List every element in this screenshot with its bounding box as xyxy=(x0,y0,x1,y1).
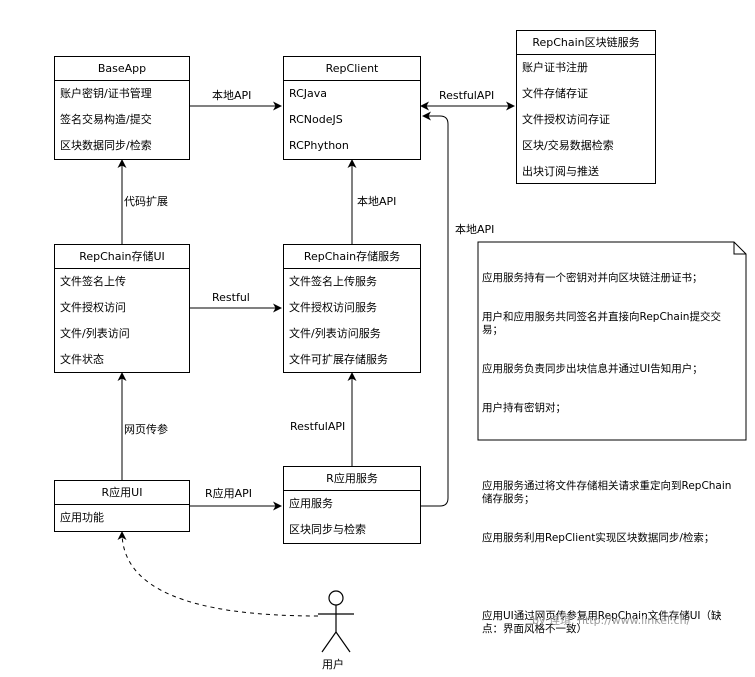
note-line: 应用服务持有一个密钥对并向区块链注册证书； xyxy=(482,272,703,284)
box-r-app-service: R应用服务 应用服务 区块同步与检索 xyxy=(283,466,421,544)
box-storage-ui: RepChain存储UI 文件签名上传 文件授权访问 文件/列表访问 文件状态 xyxy=(54,244,190,373)
user-actor-icon xyxy=(318,590,354,653)
edge-user-rui xyxy=(117,531,319,617)
edge-label-storage-repclient: 本地API xyxy=(357,195,397,209)
note-line: 应用服务负责同步出块信息并通过UI告知用户； xyxy=(482,363,703,375)
box-item: 文件/列表访问 xyxy=(60,327,130,340)
note-line xyxy=(482,441,740,454)
note-line: 应用UI通过网页传参复用RepChain文件存储UI（缺点：界面风格不一致） xyxy=(482,610,722,635)
box-title: BaseApp xyxy=(55,57,189,81)
box-item: RCPhython xyxy=(289,139,349,152)
box-r-app-ui: R应用UI 应用功能 xyxy=(54,480,190,532)
edge-label-ui-baseapp: 代码扩展 xyxy=(124,195,168,209)
note-shape xyxy=(477,241,747,441)
box-item: 区块同步与检索 xyxy=(289,523,366,536)
edge-label-ui-storage: Restful xyxy=(212,291,250,305)
box-item: 签名交易构造/提交 xyxy=(60,113,152,126)
note-line xyxy=(482,571,740,584)
box-title: RepClient xyxy=(284,57,420,81)
edge-label-rui-ui: 网页传参 xyxy=(124,423,168,437)
box-item: 文件授权访问存证 xyxy=(522,113,610,126)
box-item: 区块数据同步/检索 xyxy=(60,139,152,152)
box-repchain-service: RepChain区块链服务 账户证书注册 文件存储存证 文件授权访问存证 区块/… xyxy=(516,30,656,184)
watermark: by 连琪. http://www.linkel.cn/ xyxy=(532,614,691,627)
box-title: RepChain存储服务 xyxy=(284,245,420,269)
box-item: 账户证书注册 xyxy=(522,61,588,74)
box-item: 出块订阅与推送 xyxy=(522,165,599,178)
box-item: 文件授权访问 xyxy=(60,301,126,314)
box-item: 文件签名上传服务 xyxy=(289,275,377,288)
box-title: R应用服务 xyxy=(284,467,420,491)
note-line: 用户持有密钥对； xyxy=(482,402,566,414)
box-item: 区块/交易数据检索 xyxy=(522,139,614,152)
box-baseapp: BaseApp 账户密钥/证书管理 签名交易构造/提交 区块数据同步/检索 xyxy=(54,56,190,160)
edge-label-rservice-storage: RestfulAPI xyxy=(290,420,346,434)
box-item: RCJava xyxy=(289,87,328,100)
box-item: 文件存储存证 xyxy=(522,87,588,100)
edge-label-rservice-repclient: 本地API xyxy=(455,223,495,237)
edge-label-repclient-chain: RestfulAPI xyxy=(439,89,495,103)
box-item: 账户密钥/证书管理 xyxy=(60,87,152,100)
box-item: 文件可扩展存储服务 xyxy=(289,353,388,366)
note-text: 应用服务持有一个密钥对并向区块链注册证书； 用户和应用服务共同签名并直接向Rep… xyxy=(482,246,740,649)
edge-rservice-repclient xyxy=(421,111,449,507)
user-actor-label: 用户 xyxy=(322,658,344,671)
note-line: 应用服务通过将文件存储相关请求重定向到RepChain储存服务； xyxy=(482,480,732,505)
edge-label-baseapp-repclient: 本地API xyxy=(212,89,252,103)
box-title: R应用UI xyxy=(55,481,189,505)
box-item: 文件/列表访问服务 xyxy=(289,327,381,340)
box-item: 文件状态 xyxy=(60,353,104,366)
box-item: 应用功能 xyxy=(60,511,104,524)
box-storage-service: RepChain存储服务 文件签名上传服务 文件授权访问服务 文件/列表访问服务… xyxy=(283,244,421,373)
box-title: RepChain存储UI xyxy=(55,245,189,269)
box-item: 文件授权访问服务 xyxy=(289,301,377,314)
box-title: RepChain区块链服务 xyxy=(517,31,655,55)
note-line: 用户和应用服务共同签名并直接向RepChain提交交易； xyxy=(482,311,721,336)
note-line: 应用服务利用RepClient实现区块数据同步/检索； xyxy=(482,532,715,544)
box-item: RCNodeJS xyxy=(289,113,343,126)
box-item: 文件签名上传 xyxy=(60,275,126,288)
box-item: 应用服务 xyxy=(289,497,333,510)
edge-label-rui-rservice: R应用API xyxy=(205,487,253,501)
note-fold xyxy=(733,242,746,255)
box-repclient: RepClient RCJava RCNodeJS RCPhython xyxy=(283,56,421,160)
